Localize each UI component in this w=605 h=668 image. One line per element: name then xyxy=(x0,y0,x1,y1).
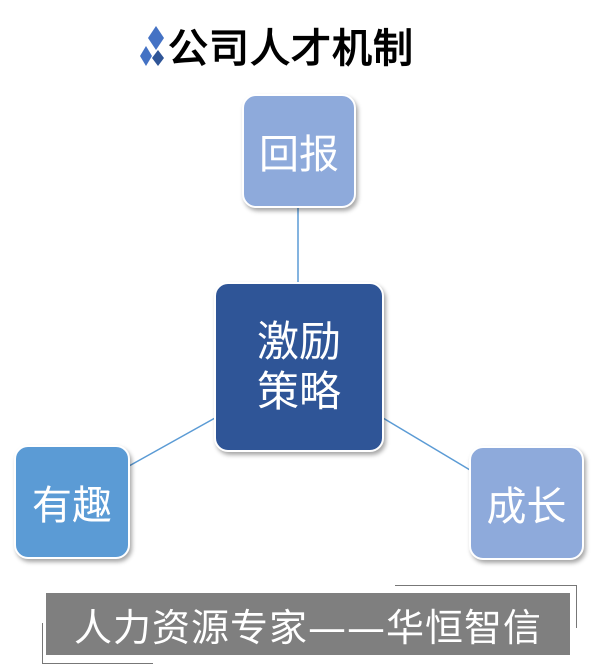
node-incentive-strategy: 激励策略 xyxy=(214,282,384,452)
diamond-logo-icon xyxy=(140,26,164,66)
node-label: 有趣 xyxy=(32,483,112,529)
center-line1: 激励 xyxy=(256,317,341,366)
node-label: 成长 xyxy=(486,484,567,530)
node-fun: 有趣 xyxy=(14,445,130,559)
node-reward: 回报 xyxy=(242,94,356,208)
page-title: 公司人才机制 xyxy=(168,26,414,72)
bracket-decoration xyxy=(395,585,577,628)
center-line2: 策略 xyxy=(256,367,341,416)
footer-banner: 人力资源专家——华恒智信 xyxy=(46,593,570,655)
node-label: 回报 xyxy=(259,132,339,178)
bracket-decoration xyxy=(42,623,153,664)
node-growth: 成长 xyxy=(469,446,584,560)
connector-right xyxy=(382,417,471,471)
connector-left xyxy=(128,417,216,467)
